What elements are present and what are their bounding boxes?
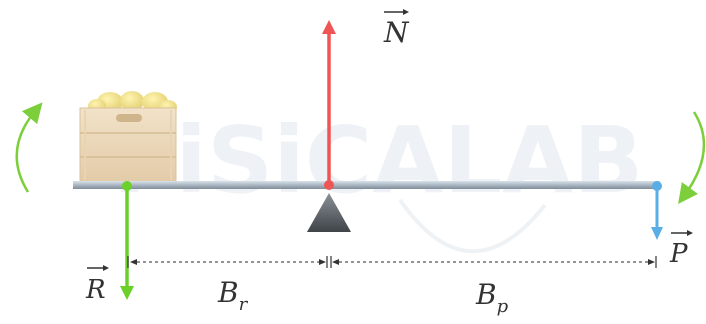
lever-beam — [73, 181, 660, 189]
power-arm-dimension — [330, 256, 657, 268]
power-force-arrow — [651, 181, 663, 240]
normal-force-label: N — [383, 9, 410, 49]
crate-of-potatoes-icon — [79, 91, 177, 183]
watermark: FiSiCALAB — [113, 107, 644, 214]
normal-force-arrow — [322, 20, 336, 190]
resistance-arm-label: Br — [217, 276, 249, 315]
right-rotation-arrow-icon — [678, 111, 706, 205]
svg-text:N: N — [383, 16, 410, 49]
triangle-fulcrum-icon — [307, 193, 351, 232]
resistance-arm-dimension — [127, 256, 328, 268]
svg-text:R: R — [85, 275, 106, 305]
power-arm-label: Bp — [475, 278, 509, 317]
power-force-label: P — [669, 230, 693, 269]
resistance-force-arrow — [120, 181, 134, 300]
watermark-swoosh — [398, 198, 547, 254]
resistance-force-label: R — [85, 265, 109, 305]
svg-text:P: P — [669, 239, 688, 269]
left-rotation-arrow-icon — [15, 102, 43, 193]
